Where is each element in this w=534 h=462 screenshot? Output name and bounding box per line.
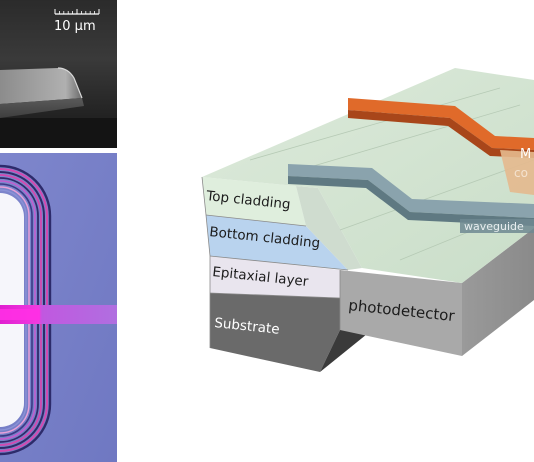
epitaxial-front <box>210 256 340 298</box>
substrate-front <box>210 293 340 372</box>
metal-contact <box>348 98 534 195</box>
photodetector-front <box>340 270 462 356</box>
sem-device-face <box>0 98 84 118</box>
layer-edges <box>201 176 349 348</box>
sem-device-edge <box>57 67 83 99</box>
sem-lower-region <box>0 118 117 148</box>
device-right-side <box>462 228 534 356</box>
waveguide-structure <box>288 164 534 233</box>
taper-face <box>296 186 362 270</box>
optical-image-panel <box>0 153 117 462</box>
scale-bar-label: 10 μm <box>54 19 96 34</box>
label-waveguide: waveguide <box>464 220 524 233</box>
label-substrate: Substrate <box>214 315 281 338</box>
sem-image-panel: 10 μm <box>0 0 117 148</box>
scale-bar <box>54 9 100 15</box>
optical-waveguide-core <box>0 309 40 320</box>
waveguide-top <box>288 164 534 218</box>
label-metal: M <box>520 147 531 162</box>
metal-side <box>348 110 534 158</box>
waveguide-label-box <box>460 219 534 233</box>
device-diagram: Top cladding Bottom cladding Epitaxial l… <box>201 68 534 372</box>
metal-top <box>348 98 534 150</box>
top-cladding-front <box>202 177 306 226</box>
bottom-cladding-front <box>206 215 348 270</box>
sem-device-top <box>0 68 82 104</box>
contact-via <box>500 150 534 195</box>
label-contact: co <box>514 166 528 180</box>
